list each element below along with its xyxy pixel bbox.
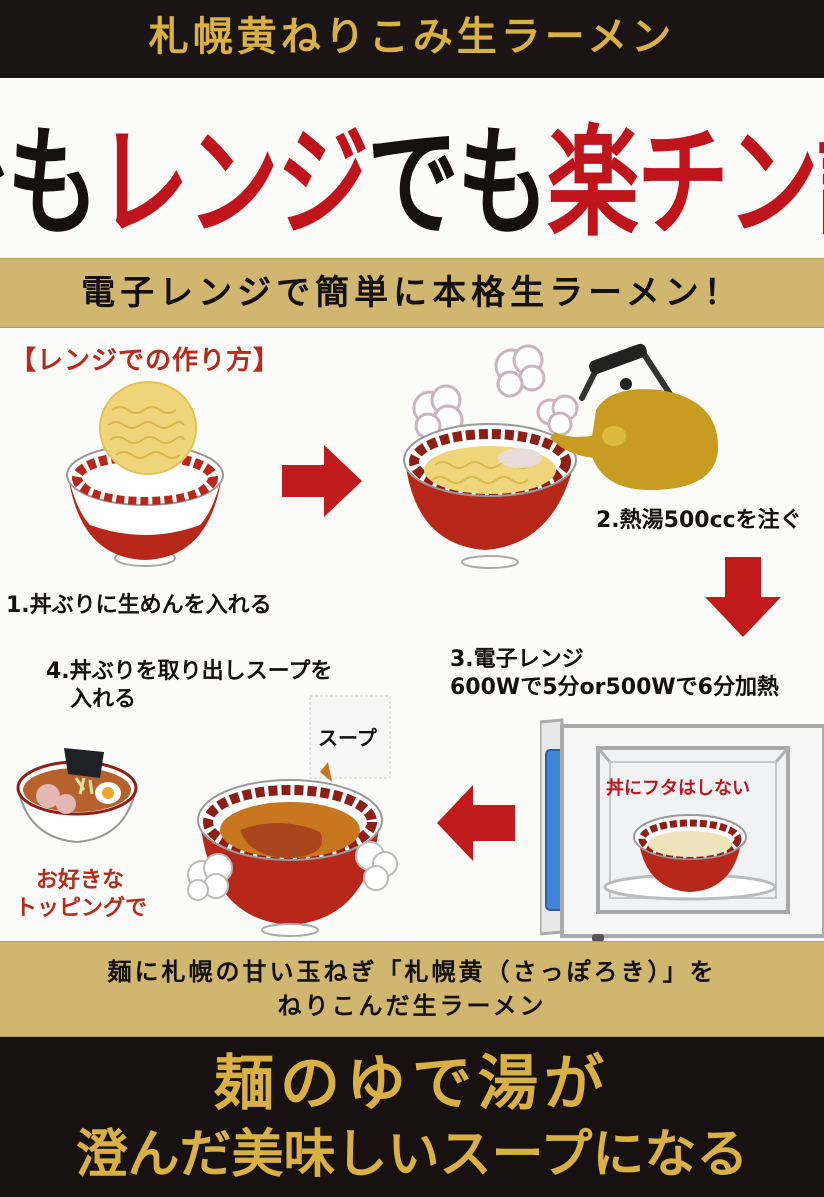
kettle-pouring-icon [403, 343, 719, 569]
arrow-right-icon [282, 445, 362, 517]
product-name: 札幌黄ねりこみ生ラーメン [148, 14, 676, 60]
step-1-text: 1.丼ぶりに生めんを入れる [6, 593, 272, 618]
soup-bowl-icon [187, 762, 398, 937]
topping-note-line1: お好きな [35, 868, 124, 893]
headline-microwave: レンジ [97, 112, 369, 252]
arrow-down-icon [705, 557, 781, 637]
topped-ramen-icon [16, 748, 138, 844]
noodle-bowl-icon [66, 381, 224, 567]
no-lid-note: 丼にフタはしない [606, 778, 750, 799]
arrow-left-icon [437, 785, 515, 861]
headline-demo-1: でも [0, 112, 99, 252]
topping-note-line2: トッピングで [14, 896, 147, 921]
step-4-line1: 4.丼ぶりを取り出しスープを [46, 659, 333, 684]
slogan-line1: 麺のゆで湯が [214, 1049, 610, 1119]
section-label: 【レンジでの作り方】 [10, 346, 281, 376]
slogan-band [0, 1037, 824, 1197]
subheading: 電子レンジで簡単に本格生ラーメン！ [81, 273, 743, 313]
microwave-icon [540, 718, 824, 942]
headline: 鍋 でも レンジ でも 楽チン調理 [0, 68, 824, 276]
step-3-line1: 3.電子レンジ [450, 647, 584, 672]
description-line1: 麺に札幌の甘い玉ねぎ「札幌黄（さっぽろき）」を [107, 958, 717, 986]
description-band [0, 941, 824, 1037]
soup-packet-label: スープ [318, 726, 377, 750]
step-4-line2: 入れる [70, 687, 137, 712]
top-banner [0, 0, 824, 78]
description-line2: ねりこんだ生ラーメン [277, 992, 547, 1020]
slogan-line2: 澄んだ美味しいスープになる [75, 1125, 749, 1185]
description: 麺に札幌の甘い玉ねぎ「札幌黄（さっぽろき）」を ねりこんだ生ラーメン [0, 955, 824, 1023]
headline-demo-2: でも [367, 112, 549, 252]
headline-easy-cooking: 楽チン調理 [547, 112, 824, 252]
step-2-text: 2.熱湯500ccを注ぐ [596, 508, 802, 533]
step-3-line2: 600Wで5分or500Wで6分加熱 [450, 675, 779, 700]
subheading-band [0, 258, 824, 328]
soup-packet-icon [309, 695, 391, 779]
